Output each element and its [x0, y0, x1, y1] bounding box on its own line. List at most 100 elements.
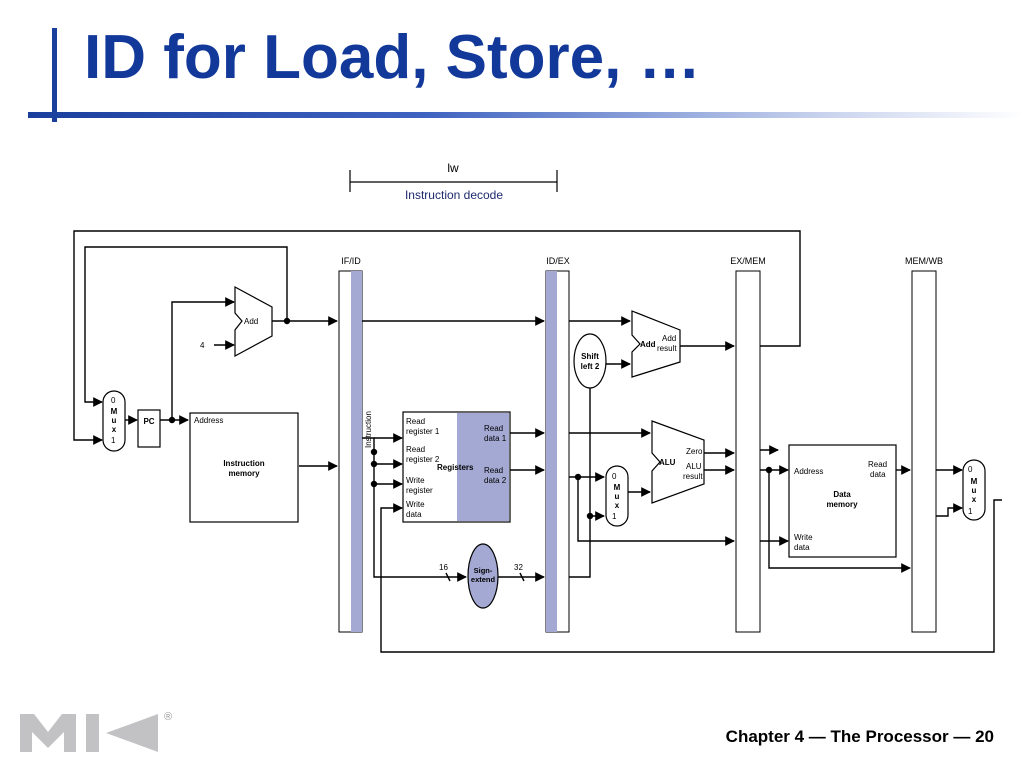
imem-address-label: Address — [194, 416, 223, 425]
mux-alu-letter: M — [614, 483, 621, 492]
reg-read-register-2-label: Read — [406, 445, 425, 454]
reg-read-data-1-label: Read — [484, 424, 503, 433]
logo-registered-mark: ® — [164, 711, 172, 723]
mux-alu-letter: x — [615, 501, 620, 510]
reg-read-register-1-label: Read — [406, 417, 425, 426]
dmem-write-data-label: data — [794, 543, 810, 552]
wire-writeback — [380, 499, 1002, 653]
reg-write-register-label: Write — [406, 476, 425, 485]
reg-read-register-2-label: register 2 — [406, 455, 440, 464]
pc-label: PC — [143, 417, 154, 426]
mux-wb-letter: M — [971, 477, 978, 486]
shift-left-2-label-line1: Shift — [581, 352, 599, 361]
dmem-read-data-label: Read — [868, 460, 887, 469]
id-ex-highlight — [546, 271, 557, 632]
imem-title-line2: memory — [228, 469, 260, 478]
alu-zero-label: Zero — [686, 447, 703, 456]
mux-pc-input-zero: 0 — [111, 396, 116, 405]
dmem-write-data-label: Write — [794, 533, 813, 542]
constant-four: 4 — [200, 341, 205, 350]
mem-wb-label: MEM/WB — [905, 256, 943, 266]
pipeline-register-mem-wb: MEM/WB — [905, 256, 943, 633]
mux-writeback: 0 M u x 1 — [962, 459, 986, 521]
id-ex-label: ID/EX — [546, 256, 570, 266]
title-accent-vertical-bar — [52, 28, 57, 122]
sign-extend-unit: Sign- extend 16 32 — [439, 543, 523, 609]
data-memory: Address Read data Write data Data memory — [788, 444, 897, 558]
instruction-bus-label: Instruction — [364, 411, 373, 448]
program-counter: PC — [137, 409, 161, 448]
sign-extend-shape — [467, 543, 499, 609]
sign-extend-label-line1: Sign- — [474, 566, 493, 575]
mux-pc-select-body — [102, 390, 126, 452]
shift-left-2-shape — [573, 333, 607, 389]
instruction-memory-box — [189, 412, 299, 523]
data-memory-box — [788, 444, 897, 558]
alu-result-label: result — [683, 472, 703, 481]
instruction-memory: Address Instruction memory — [189, 412, 299, 523]
registers-title: Registers — [437, 463, 474, 472]
datapath-wires — [73, 230, 1002, 653]
junction-dot — [765, 466, 773, 474]
mux-alu-input-one: 1 — [612, 512, 617, 521]
junction-dot — [370, 448, 378, 456]
mux-pc-input-one: 1 — [111, 436, 116, 445]
mux-wb-input-one: 1 — [968, 507, 973, 516]
adder-branch-shape — [631, 310, 681, 378]
wire-instruction-bus — [362, 437, 467, 582]
dmem-address-label: Address — [794, 467, 823, 476]
mux-pc-letter: M — [111, 407, 118, 416]
wire-pc-plus-4-loop — [84, 246, 288, 407]
junction-dots — [168, 317, 773, 520]
reg-read-data-2-label: Read — [484, 466, 503, 475]
mux-wb-letter: u — [972, 486, 977, 495]
tick-16-bit — [445, 572, 451, 582]
mux-alu-source-body — [605, 465, 629, 527]
junction-dot — [370, 480, 378, 488]
register-file: Read register 1 Read register 2 Write re… — [402, 411, 511, 523]
adder-branch-label: Add — [640, 340, 656, 349]
logo-triangle-shape — [106, 714, 158, 752]
alu-label: ALU — [659, 458, 676, 467]
pc-box — [137, 409, 161, 448]
adder-pc-label: Add — [244, 317, 258, 326]
dmem-title-line1: Data — [833, 490, 851, 499]
adder-branch-result-label: Add — [662, 334, 676, 343]
publisher-logo: ® — [20, 711, 172, 752]
tick-32-bit — [519, 572, 525, 582]
mux-alu-source: 0 M u x 1 — [605, 465, 629, 527]
adder-branch-result-label: result — [657, 344, 677, 353]
stage-annotation: lw Instruction decode — [349, 161, 558, 202]
title-accent-horizontal-bar — [28, 112, 1024, 118]
ex-mem-label: EX/MEM — [730, 256, 766, 266]
junction-dot — [586, 512, 594, 520]
reg-read-data-2-label: data 2 — [484, 476, 507, 485]
reg-read-register-1-label: register 1 — [406, 427, 440, 436]
junction-dot — [168, 416, 176, 424]
sign-extend-output-width: 32 — [514, 563, 523, 572]
dmem-read-data-label: data — [870, 470, 886, 479]
wire-to-wb-mux-1 — [936, 503, 963, 517]
junction-dot — [574, 473, 582, 481]
sign-extend-label-line2: extend — [471, 575, 496, 584]
logo-letter-m-shape — [20, 714, 76, 752]
alu-unit: ALU Zero ALU result — [651, 420, 705, 504]
adder-pc-shape — [234, 285, 273, 358]
dmem-title-line2: memory — [826, 500, 858, 509]
reg-write-register-label: register — [406, 486, 433, 495]
stage-name-label: Instruction decode — [405, 188, 503, 202]
reg-write-data-label: Write — [406, 500, 425, 509]
mem-wb-register — [911, 270, 937, 633]
wire-branch-target — [73, 230, 801, 445]
if-id-highlight — [351, 271, 362, 632]
mux-wb-letter: x — [972, 495, 977, 504]
wire-write-data-forward — [577, 477, 735, 546]
mux-writeback-body — [962, 459, 986, 521]
wire-alu-result-bypass — [768, 470, 911, 573]
slide-title: ID for Load, Store, … — [84, 23, 701, 92]
slide-footer: Chapter 4 — The Processor — 20 — [725, 727, 994, 746]
reg-write-data-label: data — [406, 510, 422, 519]
shift-left-2-label-line2: left 2 — [581, 362, 600, 371]
pipeline-register-id-ex: ID/EX — [545, 256, 570, 633]
